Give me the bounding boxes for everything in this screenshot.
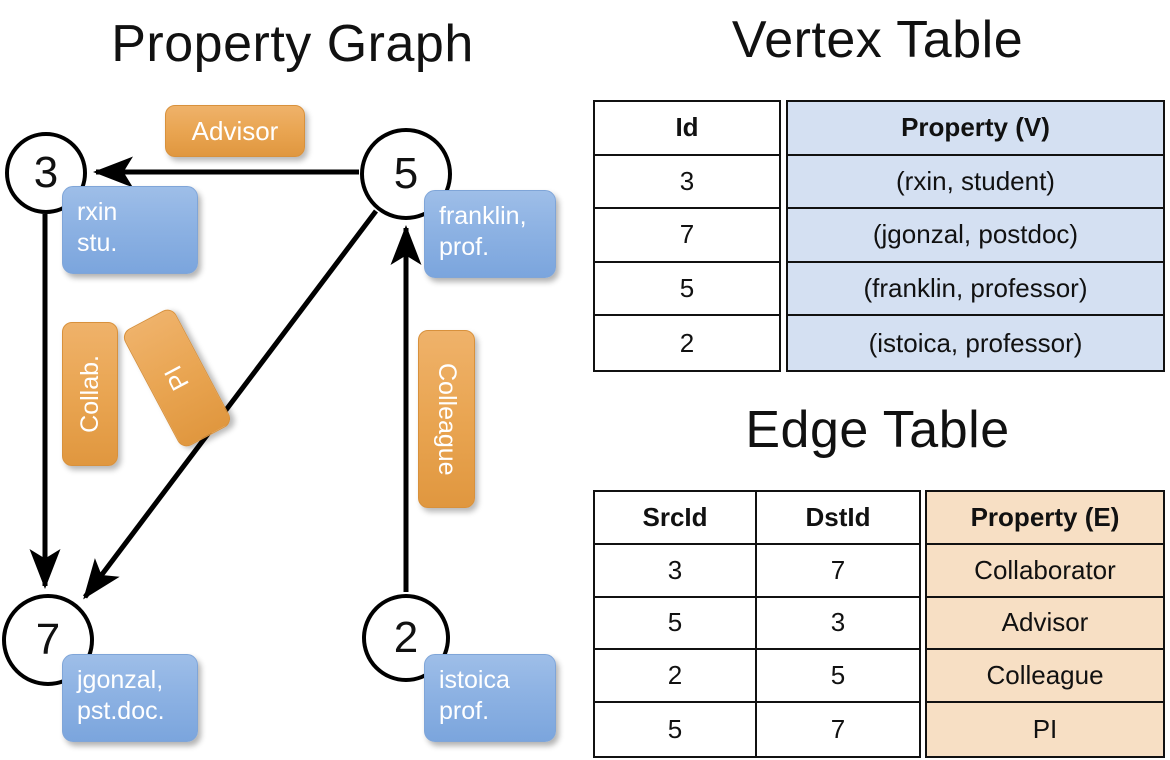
vertex-property-card-2-line2: prof. [439,697,490,726]
graph-node-2[interactable]: 2 [362,594,450,682]
edge-table-row: 3 7 [595,544,919,598]
graph-node-7-label: 7 [35,615,61,664]
edge-label-colleague-text: Colleague [433,362,461,476]
edge-table-property-column: Property (E) Collaborator Advisor Collea… [925,490,1165,758]
vertex-table-row-property: (istoica, professor) [788,316,1163,370]
edge-table-row-srcid: 5 [595,703,757,756]
vertex-table-header-id: Id [595,102,779,156]
edge-table-row-dstid: 5 [830,660,846,691]
vertex-table-row-id: 3 [595,156,779,210]
vertex-table-id-column: Id 3 7 5 2 [593,100,781,372]
graph-node-5-label: 5 [393,149,419,198]
edge-table-row-srcid: 2 [595,650,757,702]
vertex-table-property-column: Property (V) (rxin, student) (jgonzal, p… [786,100,1165,372]
edge-table-header-srcid: SrcId [595,492,757,543]
edge-label-collab: Collab. [62,322,118,466]
edge-table-row-dstid: 7 [830,554,846,585]
edge-table-header-property: Property (E) [927,492,1163,545]
graph-node-5[interactable]: 5 [360,128,452,220]
edge-table-header-row: SrcId DstId [595,492,919,545]
edge-table-row: 5 3 [595,597,919,651]
vertex-table-row-property: (jgonzal, postdoc) [788,209,1163,263]
edge-table-row-srcid: 3 [595,544,757,596]
vertex-property-card-5-line1: franklin, [439,202,527,230]
vertex-property-card-7: jgonzal, pst.doc. [62,654,198,742]
vertex-property-card-7-line2: pst.doc. [77,697,165,726]
edge-table-row-property: Colleague [927,650,1163,704]
property-graph-panel: 3 5 7 2 rxin stu. franklin, prof. jgonza… [2,105,556,742]
edge-table-row: 2 5 [595,650,919,704]
vertex-property-card-3-line1: rxin [77,198,118,226]
edge-label-pi-text: PI [158,361,195,396]
edge-table-header-dstid: DstId [805,501,871,532]
edge-table-row-dstid: 3 [830,607,846,638]
edge-label-colleague: Colleague [418,330,475,508]
vertex-table-row-id: 5 [595,263,779,317]
page-title-edge-table: Edge Table [745,401,1010,459]
vertex-property-card-5: franklin, prof. [424,190,556,278]
edge-label-advisor-text: Advisor [191,115,279,146]
vertex-table-header-property: Property (V) [788,102,1163,156]
edge-table-row-property: Advisor [927,597,1163,651]
edge-table-row-dstid: 7 [830,714,846,745]
vertex-table-row-property: (rxin, student) [788,155,1163,210]
edge-table-src-dst-columns: SrcId DstId 3 7 5 3 2 5 5 7 [593,490,921,758]
edge-5-to-7-pi [83,209,378,600]
edge-table-row: 5 7 [595,703,919,756]
graph-edges-svg [29,156,422,600]
edge-label-collab-text: Collab. [75,355,104,433]
vertex-property-card-5-line2: prof. [439,233,490,262]
vertex-property-card-2-line1: istoica [439,666,510,694]
page-title-property-graph: Property Graph [111,15,474,73]
graph-node-2-label: 2 [393,613,419,662]
vertex-table-row-id: 2 [679,327,695,358]
graph-node-3-label: 3 [33,148,59,197]
vertex-table-row-property: (franklin, professor) [788,262,1163,317]
edge-table-row-srcid: 5 [595,597,757,649]
vertex-property-card-3-line2: stu. [77,229,118,258]
vertex-property-card-2: istoica prof. [424,654,556,742]
edge-table-row-property: Collaborator [927,544,1163,598]
page-title-vertex-table: Vertex Table [731,11,1024,69]
edge-table-row-property: PI [927,703,1163,756]
edge-label-advisor: Advisor [165,105,305,157]
vertex-property-card-3: rxin stu. [62,186,198,274]
vertex-property-card-7-line1: jgonzal, [77,666,164,694]
vertex-table-row-id: 7 [595,209,779,263]
